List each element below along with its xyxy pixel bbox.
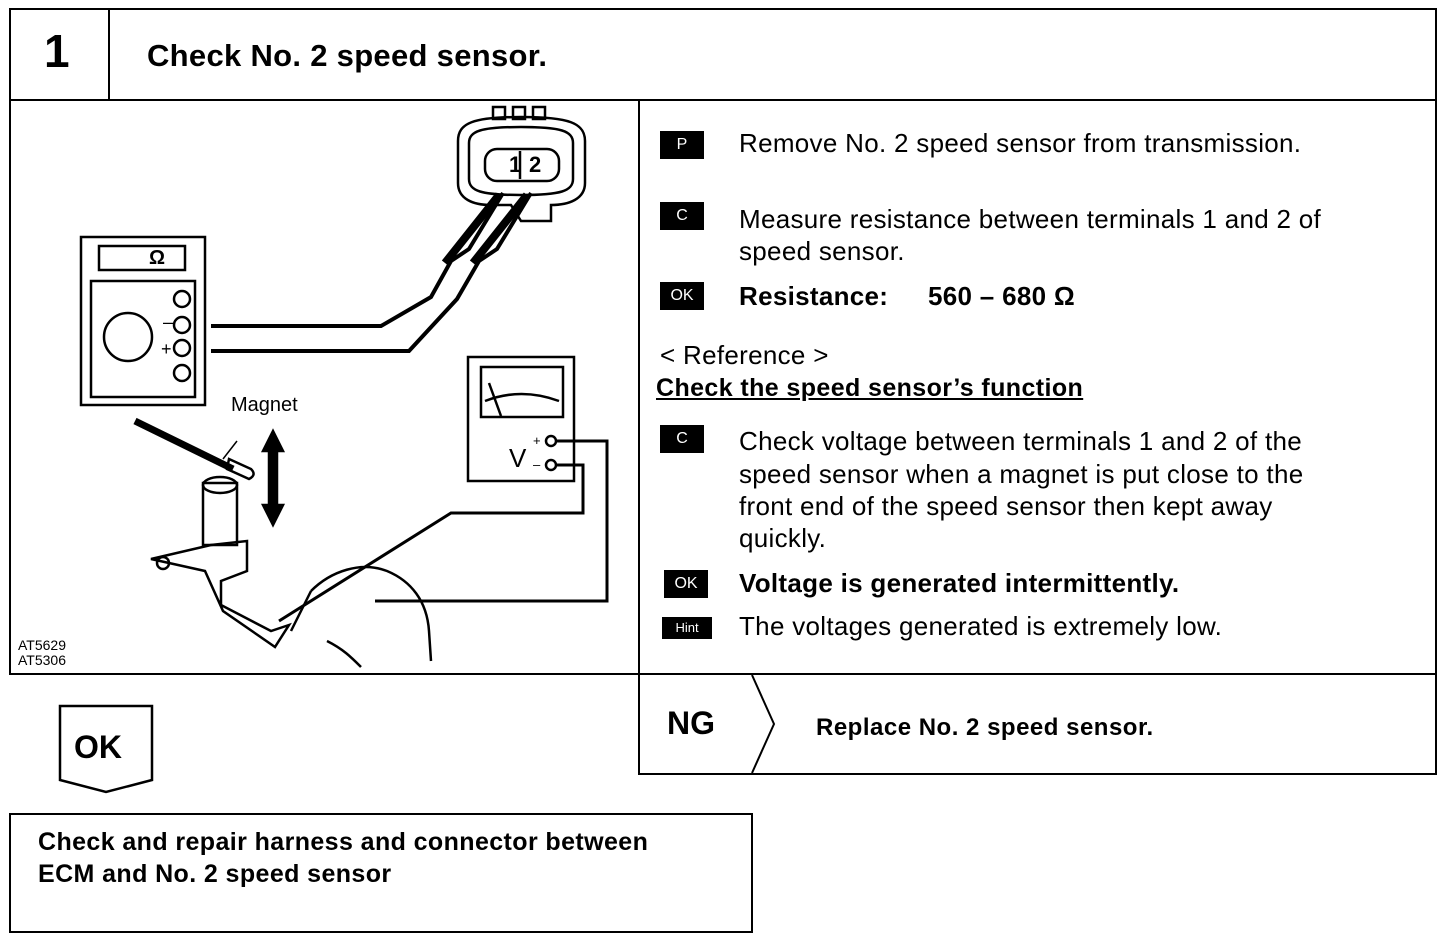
procedure-badge: P [660,131,704,159]
figure-code-1: AT5629 [18,637,66,653]
hint-badge: Hint [662,617,712,639]
speed-sensor-diagram: Ω – + 1 2 Magnet V + – [79,105,609,668]
ohmmeter [79,235,207,407]
step-title: Check No. 2 speed sensor. [147,38,548,73]
ng-chevron [751,675,776,773]
step-number: 1 [44,25,70,77]
voltmeter-label: V [509,443,527,473]
sensor-illustration [150,475,292,649]
voltmeter [466,355,576,483]
ohm-symbol: Ω [149,247,165,269]
voltmeter-minus-label: – [533,457,541,472]
reference-check-line4: quickly. [739,523,827,553]
reference-check-badge: C [660,425,704,453]
content-divider [638,99,640,675]
hint-text: The voltages generated is extremely low. [739,611,1223,641]
repair-action-line2: ECM and No. 2 speed sensor [38,860,392,888]
reference-heading: < Reference > [660,340,829,370]
step-number-divider [108,8,110,101]
magnet-label: Magnet [231,394,298,416]
ok-arrow-box [58,704,154,794]
ng-label: NG [667,705,715,741]
resistance-value: 560 – 680 Ω [928,281,1076,311]
instruction-measure-line1: Measure resistance between terminals 1 a… [739,204,1322,234]
minus-label: – [163,312,173,332]
terminal-2-label: 2 [529,152,541,177]
terminal-1-label: 1 [509,152,521,177]
reference-check-line1: Check voltage between terminals 1 and 2 … [739,426,1303,456]
resistance-label: Resistance: [739,281,889,311]
voltmeter-plus-label: + [533,433,541,448]
instruction-measure-line2: speed sensor. [739,236,905,266]
ng-action: Replace No. 2 speed sensor. [816,714,1154,741]
reference-title: Check the speed sensor’s function [656,374,1084,402]
connector-illustration [456,105,587,223]
reference-ok-text: Voltage is generated intermittently. [739,568,1180,598]
ok-label: OK [74,729,122,765]
instruction-remove: Remove No. 2 speed sensor from transmiss… [739,128,1302,158]
reference-ok-badge: OK [664,570,708,598]
repair-action-box [9,813,753,933]
plus-label: + [161,339,172,359]
reference-check-line2: speed sensor when a magnet is put close … [739,459,1304,489]
ok-badge: OK [660,282,704,310]
reference-check-line3: front end of the speed sensor then kept … [739,491,1273,521]
repair-action-line1: Check and repair harness and connector b… [38,828,649,856]
ng-panel [638,673,1437,775]
figure-code-2: AT5306 [18,652,66,668]
check-badge: C [660,202,704,230]
